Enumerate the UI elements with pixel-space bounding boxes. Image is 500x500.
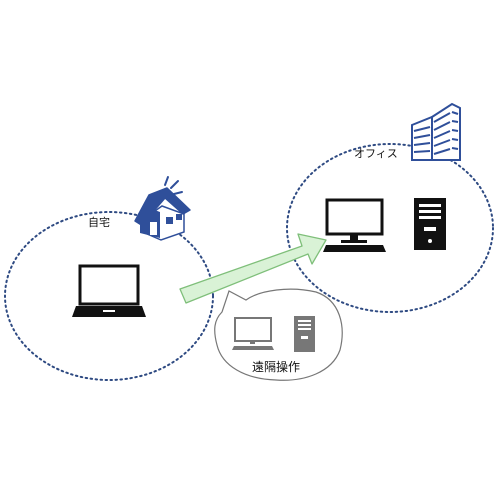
callout-monitor-icon <box>232 317 274 350</box>
arrow-icon <box>179 233 327 304</box>
remote-callout <box>214 288 343 381</box>
home-label: 自宅 <box>88 216 110 229</box>
house-icon <box>134 176 191 241</box>
tower-server-icon <box>414 198 446 250</box>
office-zone-outline <box>286 143 494 313</box>
laptop-icon <box>72 264 146 317</box>
remote-operation-label: 遠隔操作 <box>252 360 301 374</box>
monitor-icon <box>323 198 386 252</box>
home-zone-outline <box>4 211 214 381</box>
office-label: オフィス <box>354 147 398 160</box>
office-building-icon <box>411 102 461 161</box>
callout-server-icon <box>294 316 315 352</box>
